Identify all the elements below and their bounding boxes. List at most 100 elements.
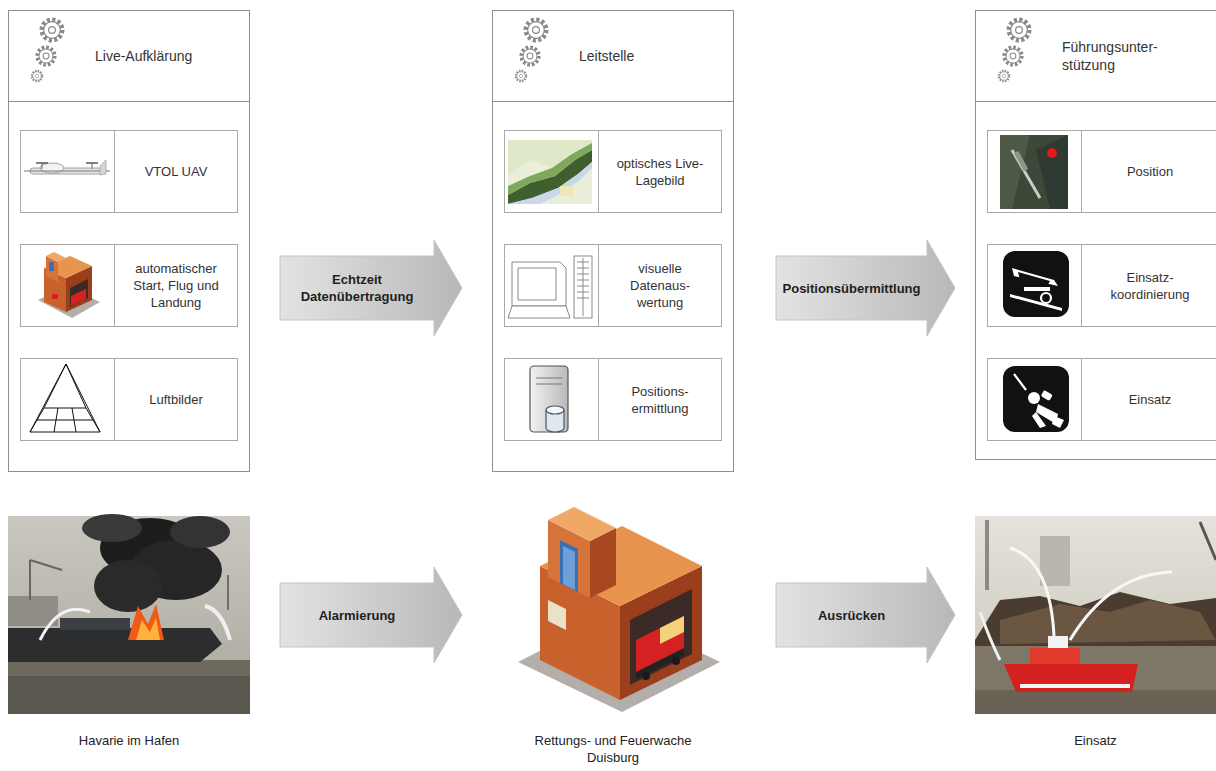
header-divider xyxy=(976,11,1216,102)
map-icon-part xyxy=(508,140,592,204)
panel-heading: Führungsunter- stützung xyxy=(1062,11,1207,101)
aerial-photo-icon-part xyxy=(1012,150,1040,198)
function-box: VTOL UAV xyxy=(20,130,238,213)
fireboat-photo-part xyxy=(1004,664,1138,692)
uav-icon-part xyxy=(100,160,106,175)
picture-node: Einsatz xyxy=(975,516,1216,768)
arrow-label: Positionsübermittlung xyxy=(776,256,927,320)
fireboat-photo-part xyxy=(1200,522,1216,560)
function-box: optisches Live- Lagebild xyxy=(504,130,722,213)
gear-icon-part xyxy=(32,20,62,81)
fireboat-photo-part xyxy=(1040,536,1070,586)
fire-station-icon-part xyxy=(46,252,66,262)
boat-launch-icon xyxy=(1003,251,1069,317)
uav-icon-part xyxy=(92,163,93,169)
fireboat-photo-part xyxy=(975,690,1216,714)
harbor-fire-photo-part xyxy=(40,609,90,640)
fireboat-photo-part xyxy=(1020,684,1130,688)
aerial-photo-icon-part xyxy=(1036,135,1068,209)
workstation-icon xyxy=(508,256,592,318)
fireboat-photo-part xyxy=(985,520,989,590)
map-icon-part xyxy=(560,186,574,196)
fire-station-illustration xyxy=(518,507,720,712)
pyramid-icon-part xyxy=(66,364,86,408)
box-label: VTOL UAV xyxy=(114,131,237,212)
function-box: automatischer Start, Flug und Landung xyxy=(20,244,238,327)
section-panel: Führungsunter- stützungPositionEinsatz- … xyxy=(975,10,1216,460)
fire-station-illustration-part xyxy=(672,657,680,665)
fireboat-photo xyxy=(975,516,1216,714)
caption: Rettungs- und Feuerwache Duisburg xyxy=(523,732,703,766)
harbor-fire-photo-part xyxy=(8,660,250,714)
workstation-icon-part xyxy=(574,256,592,318)
block-arrow xyxy=(776,567,955,663)
workstation-icon-part xyxy=(518,268,556,300)
box-label: optisches Live- Lagebild xyxy=(598,131,721,212)
box-label: Einsatz xyxy=(1081,359,1216,440)
fireboat-photo-part xyxy=(1030,648,1080,664)
fire-station-illustration-part xyxy=(636,648,684,680)
fire-station-illustration-part xyxy=(636,616,684,680)
pyramid-icon-part xyxy=(44,364,66,408)
map-icon-part xyxy=(508,162,592,204)
diver-icon-part xyxy=(1052,416,1064,428)
harbor-fire-photo-part xyxy=(136,618,160,640)
server-icon-part xyxy=(536,378,562,379)
arrow-label: Ausrücken xyxy=(776,583,927,647)
uav-icon-part xyxy=(24,170,110,171)
harbor-fire-photo-part xyxy=(82,514,142,542)
gear-icon-part xyxy=(516,20,546,81)
harbor-fire-photo-part xyxy=(128,604,164,640)
harbor-fire-photo-part xyxy=(8,676,250,714)
harbor-fire-photo-part xyxy=(30,560,62,570)
gear-icon xyxy=(32,20,62,81)
function-box: Luftbilder xyxy=(20,358,238,441)
harbor-fire-photo-part xyxy=(170,516,230,548)
boat-launch-icon-part xyxy=(1003,251,1069,317)
harbor-fire-photo-part xyxy=(227,575,229,610)
diver-icon-part xyxy=(1041,390,1053,401)
block-arrow xyxy=(280,567,462,663)
box-label: Positions- ermittlung xyxy=(598,359,721,440)
uav-icon xyxy=(24,160,110,175)
map-icon-part xyxy=(508,143,592,195)
function-box: visuelle Datenaus- wertung xyxy=(504,244,722,327)
pyramid-icon-part xyxy=(54,408,58,432)
aerial-photo-icon-part xyxy=(1047,148,1057,158)
block-arrow xyxy=(280,240,462,336)
boat-launch-icon-part xyxy=(1024,287,1050,291)
pyramid-icon-part xyxy=(30,364,66,432)
gear-icon-part xyxy=(999,20,1029,81)
caption: Einsatz xyxy=(975,732,1216,749)
picture-node: Havarie im Hafen xyxy=(8,516,250,768)
diver-icon-part xyxy=(1003,366,1069,432)
fire-station-icon-part xyxy=(49,262,54,271)
gear-icon xyxy=(999,20,1029,81)
fire-station-illustration-part xyxy=(548,600,566,630)
arrow-label: Echtzeit Datenübertragung xyxy=(280,256,434,320)
aerial-photo-icon-part xyxy=(1016,152,1026,170)
fireboat-photo-part xyxy=(1000,600,1216,644)
arrow-label: Alarmierung xyxy=(280,583,434,647)
fire-station-illustration-part xyxy=(642,672,650,680)
aerial-photo-icon-part xyxy=(1000,135,1068,209)
pyramid-icon xyxy=(30,364,100,432)
harbor-fire-photo-part xyxy=(60,618,130,630)
diver-icon-part xyxy=(1014,374,1026,390)
harbor-fire-photo-part xyxy=(29,560,31,600)
fireboat-photo-part xyxy=(975,516,1216,714)
fire-station-illustration-part xyxy=(630,589,692,685)
uav-icon-part xyxy=(42,163,43,169)
aerial-photo-icon xyxy=(1000,135,1068,209)
boat-launch-icon-part xyxy=(1010,294,1062,311)
pyramid-icon-part xyxy=(66,364,100,432)
fire-station-icon xyxy=(38,252,100,318)
diver-icon xyxy=(1003,366,1069,432)
section-panel: Leitstelleoptisches Live- Lagebildvisuel… xyxy=(492,10,734,472)
harbor-fire-photo xyxy=(8,514,250,714)
function-box: Position xyxy=(987,130,1216,213)
server-icon-part xyxy=(546,406,564,414)
